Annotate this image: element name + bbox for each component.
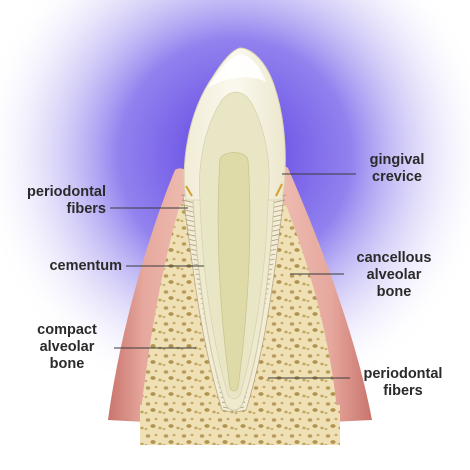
label-periodontal-fibers-left: periodontal fibers: [27, 184, 106, 217]
label-compact-alveolar-bone: compact alveolar bone: [37, 322, 97, 372]
gingival-crevice-mark-right: [275, 183, 283, 197]
pulp-cavity: [217, 152, 251, 392]
crown-highlight: [208, 54, 266, 88]
gingival-crevice-mark-left: [185, 185, 193, 197]
bone-base: [140, 405, 340, 445]
label-gingival-crevice: gingival crevice: [369, 152, 425, 185]
label-cementum: cementum: [49, 258, 122, 274]
alveolar-bone-right: [238, 200, 338, 420]
alveolar-bone: [140, 200, 230, 420]
label-periodontal-fibers-right: periodontal fibers: [363, 366, 443, 399]
label-cancellous-alveolar-bone: cancellous alveolar bone: [356, 250, 432, 300]
